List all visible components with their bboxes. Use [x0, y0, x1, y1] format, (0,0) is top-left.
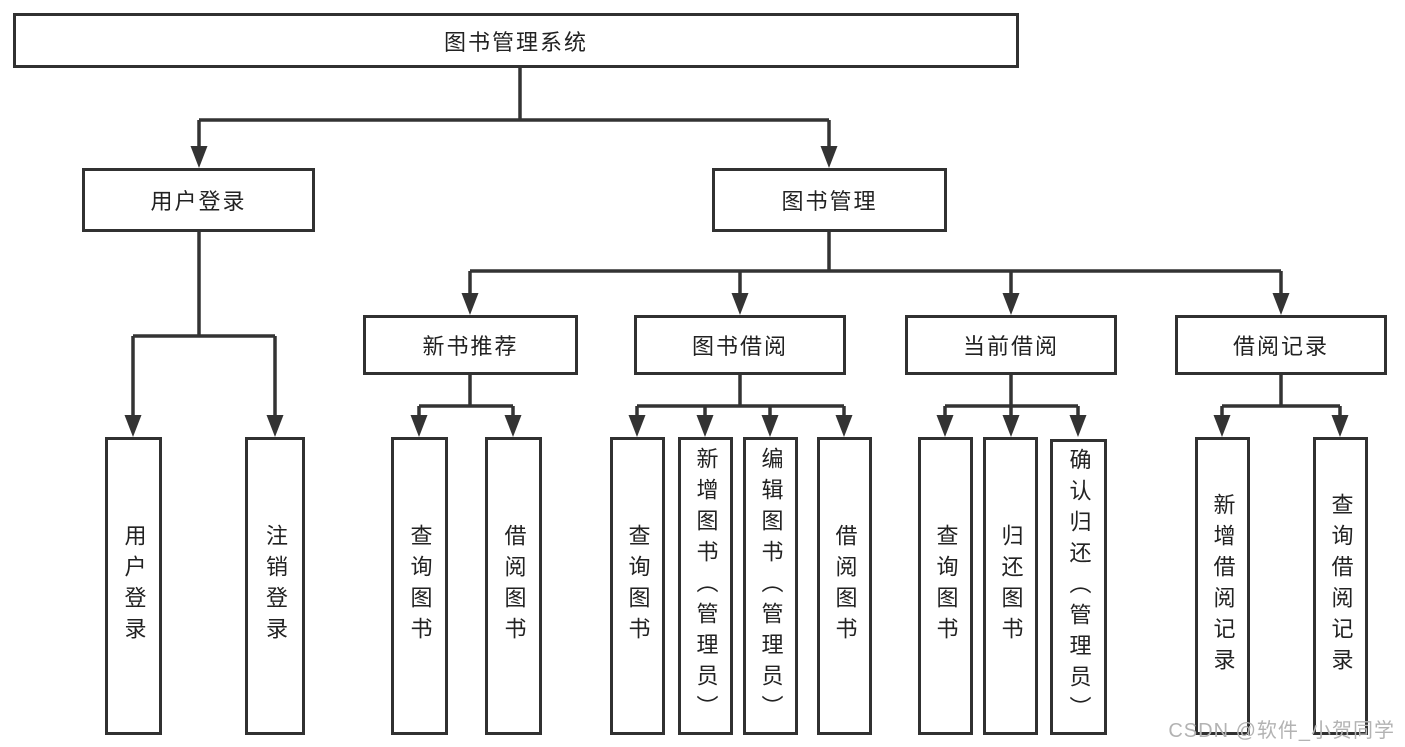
node-label: 图书管理	[781, 189, 878, 214]
node-label: 借阅记录	[1232, 334, 1329, 359]
arrow-icon	[835, 415, 853, 437]
leaf-label: 确认归还（管理员）	[1066, 447, 1092, 727]
arrow-icon	[190, 146, 208, 168]
leaf-edit-books-admin: 编辑图书（管理员）	[743, 437, 798, 735]
csdn-watermark: CSDN @软件_小贺同学	[1168, 720, 1395, 742]
arrow-icon	[266, 415, 284, 437]
leaf-query-books: 查询图书	[918, 437, 973, 735]
node-user-login: 用户登录	[82, 168, 315, 232]
leaf-label: 归还图书	[998, 524, 1024, 648]
arrow-icon	[696, 415, 714, 437]
leaf-borrow-books: 借阅图书	[817, 437, 872, 735]
arrow-icon	[761, 415, 779, 437]
node-label: 图书借阅	[691, 334, 788, 359]
leaf-confirm-return-admin: 确认归还（管理员）	[1050, 439, 1107, 735]
node-borrowing-records: 借阅记录	[1175, 315, 1387, 375]
node-label: 图书管理系统	[443, 29, 588, 55]
arrow-icon	[1002, 293, 1020, 315]
node-label: 当前借阅	[962, 334, 1059, 359]
leaf-label: 新增图书（管理员）	[693, 446, 719, 726]
arrow-icon	[1213, 415, 1231, 437]
arrow-icon	[124, 415, 142, 437]
leaf-label: 用户登录	[121, 524, 147, 648]
leaf-label: 借阅图书	[501, 524, 527, 648]
leaf-return-books: 归还图书	[983, 437, 1038, 735]
arrow-icon	[504, 415, 522, 437]
node-label: 用户登录	[150, 189, 247, 214]
arrow-icon	[410, 415, 428, 437]
leaf-logout: 注销登录	[245, 437, 305, 735]
arrow-icon	[731, 293, 749, 315]
node-label: 新书推荐	[422, 334, 519, 359]
leaf-query-books: 查询图书	[391, 437, 448, 735]
arrow-icon	[1002, 415, 1020, 437]
leaf-add-books-admin: 新增图书（管理员）	[678, 437, 733, 735]
arrow-icon	[820, 146, 838, 168]
node-current-borrowing: 当前借阅	[905, 315, 1117, 375]
arrow-icon	[1331, 415, 1349, 437]
arrow-icon	[461, 293, 479, 315]
leaf-label: 查询图书	[933, 524, 959, 648]
node-book-borrowing: 图书借阅	[634, 315, 846, 375]
connector-paths	[131, 66, 1342, 421]
node-library-management-system: 图书管理系统	[13, 13, 1019, 68]
leaf-add-borrow-record: 新增借阅记录	[1195, 437, 1250, 735]
leaf-label: 借阅图书	[832, 524, 858, 648]
node-book-management: 图书管理	[712, 168, 947, 232]
arrow-icon	[1272, 293, 1290, 315]
leaf-query-books: 查询图书	[610, 437, 665, 735]
leaf-label: 查询借阅记录	[1328, 493, 1354, 679]
leaf-user-login: 用户登录	[105, 437, 162, 735]
leaf-label: 查询图书	[407, 524, 433, 648]
arrow-icon	[936, 415, 954, 437]
arrow-icon	[1069, 415, 1087, 437]
leaf-label: 新增借阅记录	[1210, 493, 1236, 679]
arrow-icon	[628, 415, 646, 437]
leaf-label: 编辑图书（管理员）	[758, 446, 784, 726]
leaf-label: 注销登录	[263, 524, 288, 648]
leaf-borrow-books: 借阅图书	[485, 437, 542, 735]
arrowheads	[124, 146, 1349, 437]
leaf-query-borrow-record: 查询借阅记录	[1313, 437, 1368, 735]
node-new-book-recommend: 新书推荐	[363, 315, 578, 375]
leaf-label: 查询图书	[625, 524, 651, 648]
